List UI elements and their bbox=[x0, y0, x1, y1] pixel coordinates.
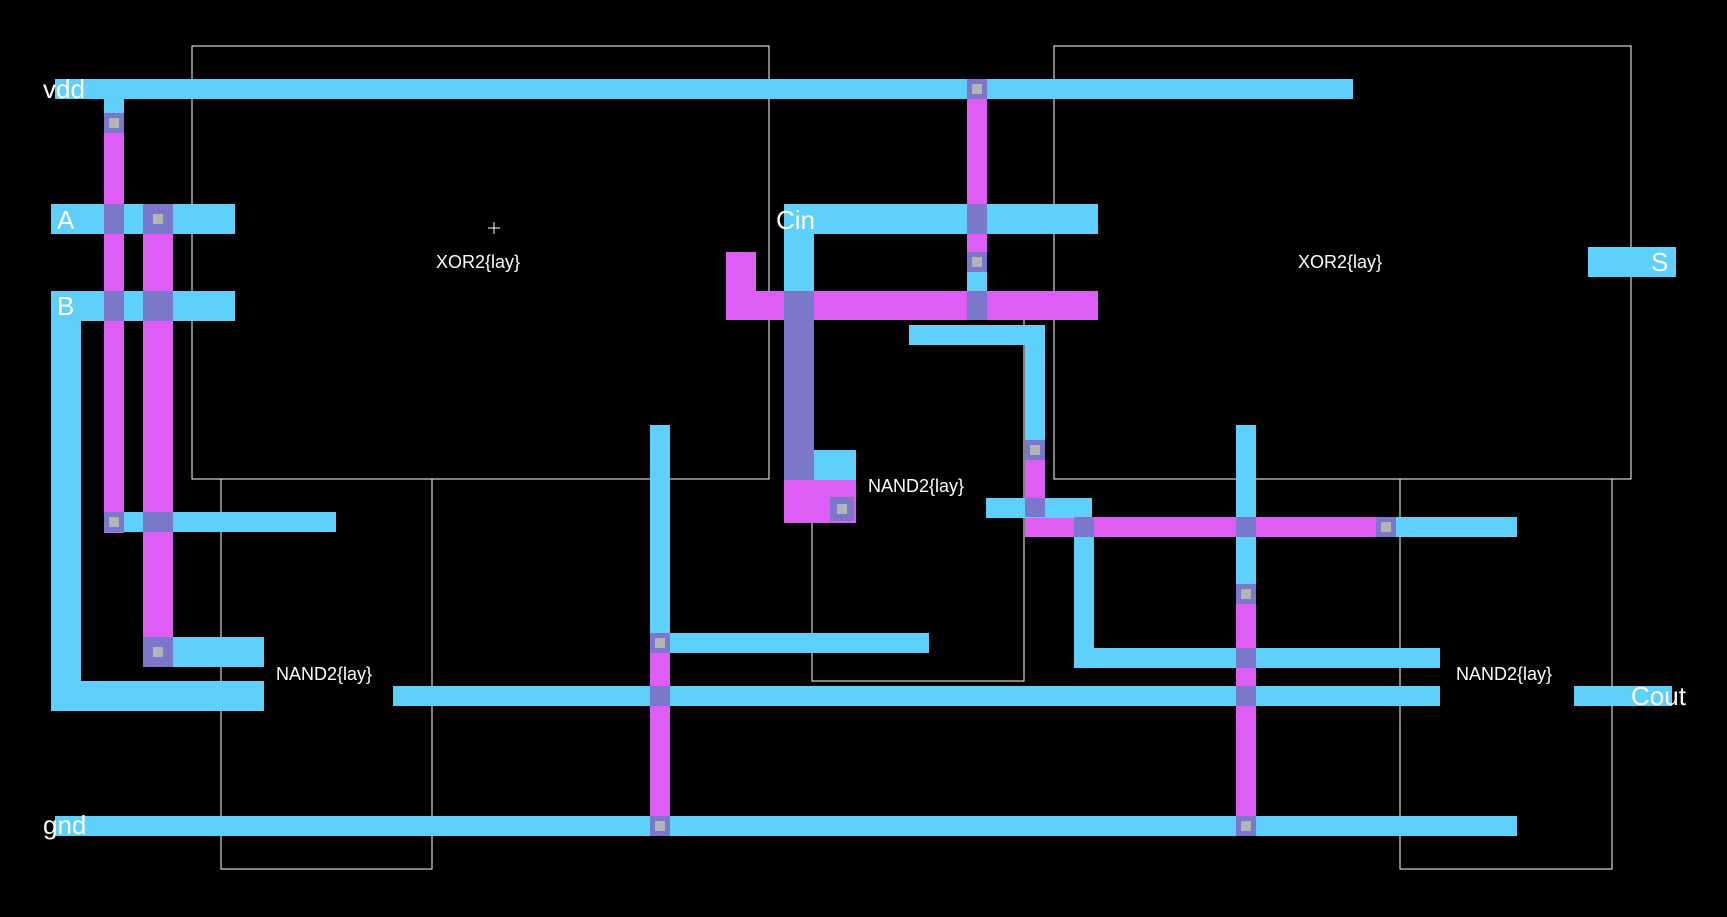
cell-outlines bbox=[191, 45, 1632, 870]
metal-wire bbox=[784, 204, 1098, 234]
pin-label-cin: Cin bbox=[776, 205, 815, 235]
overlap bbox=[1236, 648, 1256, 668]
overlap bbox=[104, 204, 124, 234]
metal-wire bbox=[1074, 517, 1094, 668]
pin-label-cout: Cout bbox=[1631, 681, 1687, 711]
vdd-rail bbox=[55, 79, 1353, 99]
pin-label-vdd: vdd bbox=[43, 74, 85, 104]
contact bbox=[1376, 517, 1396, 537]
cell-label-nand-mid: NAND2{lay} bbox=[868, 476, 964, 496]
poly-wire bbox=[650, 644, 670, 826]
contact bbox=[104, 113, 124, 133]
metal-wire bbox=[51, 681, 264, 711]
metal-layer bbox=[51, 79, 1676, 836]
contact bbox=[143, 637, 173, 667]
metal-wire bbox=[393, 686, 1440, 706]
cell-label-xor-right: XOR2{lay} bbox=[1298, 252, 1382, 272]
cell-origin-marker bbox=[488, 222, 500, 234]
contact bbox=[104, 512, 124, 532]
cell-label-nand-right: NAND2{lay} bbox=[1456, 664, 1552, 684]
overlap bbox=[104, 291, 124, 321]
poly-wire bbox=[1236, 584, 1256, 836]
contact bbox=[650, 633, 670, 653]
cell-label-xor-left: XOR2{lay} bbox=[436, 252, 520, 272]
contact bbox=[1236, 584, 1256, 604]
metal-wire bbox=[909, 325, 1045, 345]
gnd-rail bbox=[55, 816, 1517, 836]
pin-label-gnd: gnd bbox=[43, 810, 86, 840]
overlap bbox=[1236, 686, 1256, 706]
pin-label-s: S bbox=[1651, 247, 1668, 277]
cell-label-nand-left: NAND2{lay} bbox=[276, 664, 372, 684]
overlap bbox=[143, 291, 173, 321]
metal-wire bbox=[104, 96, 124, 118]
overlap bbox=[143, 512, 173, 532]
metal-wire bbox=[51, 291, 81, 711]
overlap bbox=[1025, 498, 1045, 517]
overlap bbox=[1074, 517, 1094, 537]
contact bbox=[143, 204, 173, 234]
overlap bbox=[1236, 517, 1256, 537]
nand-right-outline bbox=[1399, 478, 1613, 870]
metal-wire bbox=[1074, 648, 1440, 668]
metal-wire bbox=[650, 425, 670, 644]
metal-wire bbox=[812, 450, 856, 480]
overlap bbox=[784, 291, 814, 480]
xor-left-outline bbox=[191, 45, 770, 480]
metal-wire bbox=[784, 204, 814, 292]
poly-wire bbox=[1025, 517, 1387, 537]
poly-wire bbox=[104, 113, 124, 533]
overlap bbox=[650, 686, 670, 706]
metal-wire bbox=[1376, 517, 1517, 537]
metal-wire bbox=[1025, 325, 1045, 450]
overlap bbox=[967, 204, 987, 234]
cout-output-pad bbox=[1574, 686, 1672, 706]
metal-wire bbox=[1236, 425, 1256, 594]
poly-wire bbox=[1025, 450, 1045, 510]
poly-wire bbox=[143, 204, 173, 660]
overlap-layer bbox=[104, 204, 1256, 706]
contact bbox=[830, 497, 854, 521]
pin-label-b: B bbox=[57, 291, 74, 321]
overlap bbox=[967, 291, 987, 320]
contact bbox=[1025, 440, 1045, 460]
nand-left-outline bbox=[220, 478, 433, 870]
pin-label-a: A bbox=[57, 205, 75, 235]
contact-layer bbox=[104, 79, 1396, 836]
metal-wire bbox=[650, 633, 929, 653]
contact bbox=[650, 816, 670, 836]
s-output-pad bbox=[1588, 247, 1676, 277]
poly-layer bbox=[104, 88, 1387, 836]
poly-wire bbox=[726, 291, 1098, 320]
contact bbox=[1236, 816, 1256, 836]
contact bbox=[967, 79, 987, 99]
contact bbox=[967, 252, 987, 272]
metal-wire bbox=[104, 512, 336, 532]
